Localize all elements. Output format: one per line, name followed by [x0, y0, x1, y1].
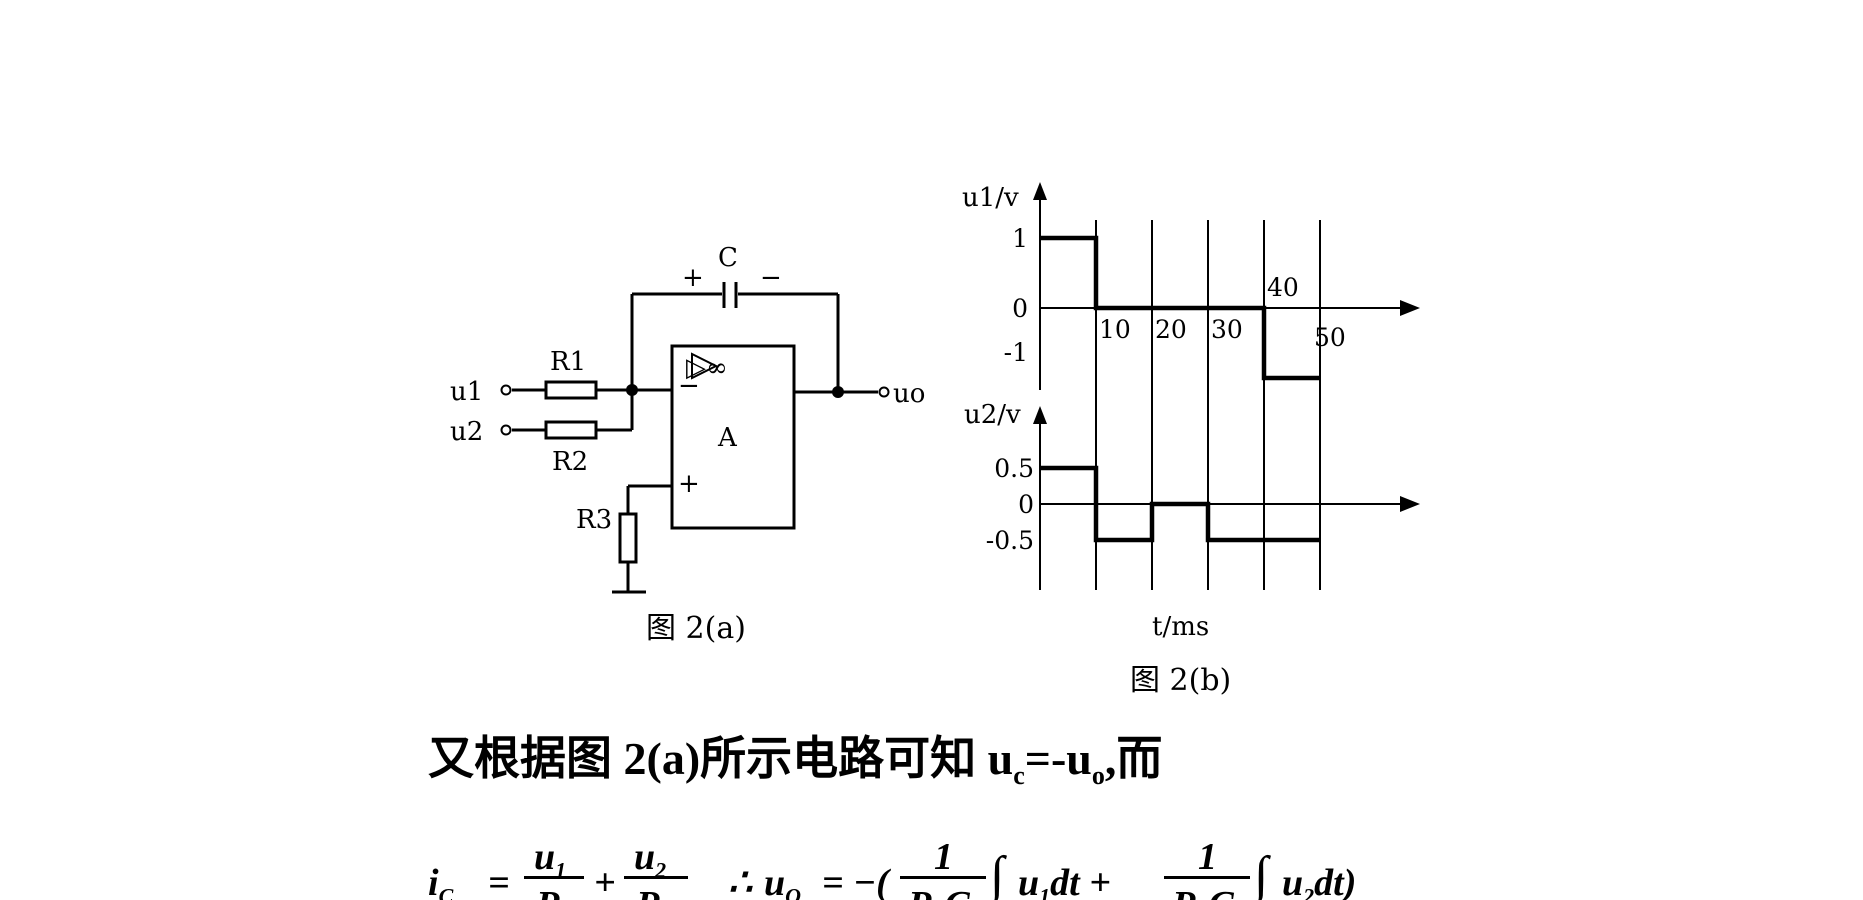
- u1-x-axis-arrow-icon: [1400, 300, 1420, 316]
- terminal-u1: [500, 384, 512, 396]
- resistor-r2: [544, 420, 598, 440]
- frac1-den: R1: [536, 886, 572, 900]
- label-c-plus: +: [682, 263, 704, 293]
- label-u2: u2: [450, 417, 483, 447]
- sentence-end: ,而: [1104, 733, 1163, 784]
- label-u1: u1: [450, 377, 483, 407]
- label-uo: uo: [893, 379, 925, 409]
- sentence-sub-o: o: [1091, 761, 1105, 791]
- formula-term1: u1dt +: [1018, 862, 1111, 900]
- time-tick-label: 10: [1099, 315, 1131, 344]
- junction-node-output: [832, 386, 844, 398]
- resistor-r3: [618, 512, 638, 564]
- label-r3: R3: [576, 505, 612, 535]
- sentence-sub-c: c: [1013, 761, 1025, 791]
- time-tick-label: 30: [1211, 315, 1243, 344]
- terminal-u2: [500, 424, 512, 436]
- time-tick-label: 40: [1267, 273, 1299, 302]
- circuit-diagram: u1 u2 uo R1 R2 R3 C + − ▷∞ A − + 图 2(a): [450, 243, 925, 646]
- frac2-den: R2: [636, 886, 672, 900]
- integral-sign-2: ∫: [1254, 847, 1269, 900]
- u2-tick-label: 0.5: [994, 454, 1034, 483]
- u1-waveform: [1040, 235, 1320, 381]
- integral-sign-1: ∫: [990, 847, 1005, 900]
- label-c: C: [718, 243, 738, 273]
- frac1-num: u1: [534, 836, 567, 883]
- junction-node-input: [626, 384, 638, 396]
- u1-tick-label: 1: [1012, 224, 1028, 253]
- u1-tick-label: 0: [1012, 294, 1028, 323]
- u1-y-axis-arrow-icon: [1033, 182, 1047, 200]
- u2-tick-label: 0: [1018, 490, 1034, 519]
- u1-axis-label: u1/v: [962, 183, 1019, 213]
- label-noninverting-input: +: [678, 469, 700, 499]
- formula-therefore: ∴: [728, 862, 753, 900]
- formula-eq: =: [488, 862, 510, 900]
- label-opamp-symbol: ▷∞: [686, 353, 728, 383]
- label-c-minus: −: [760, 263, 782, 293]
- u2-tick-label: -0.5: [986, 526, 1034, 555]
- u1-tick-label: -1: [1004, 338, 1028, 367]
- sentence-text: 又根据图 2(a)所示电路可知 u: [428, 733, 1014, 784]
- opamp-triangle-icon: [691, 352, 719, 380]
- label-r2: R2: [552, 447, 588, 477]
- opamp-body: [670, 344, 796, 530]
- formula-line: iC = u1 R1 + u2 R2 ∴ uO = −( 1 R1C ∫ u1d…: [428, 820, 1428, 900]
- formula-eq2: = −(: [822, 862, 889, 900]
- label-opamp-name: A: [717, 423, 738, 453]
- label-r1: R1: [550, 347, 586, 377]
- figure-b-caption: 图 2(b): [1130, 663, 1231, 698]
- u2-y-axis-arrow-icon: [1033, 406, 1047, 424]
- label-inverting-input: −: [678, 371, 700, 401]
- time-tick-label: 50: [1314, 323, 1346, 352]
- u2-waveform: [1040, 465, 1320, 543]
- terminal-uo: [878, 386, 890, 398]
- u2-axis-label: u2/v: [964, 400, 1021, 430]
- body-sentence: 又根据图 2(a)所示电路可知 uc=-uo,而: [428, 736, 1162, 789]
- figure-a-caption: 图 2(a): [646, 611, 746, 646]
- frac2-num: u2: [634, 836, 667, 883]
- formula-uo: uO: [764, 862, 802, 900]
- sentence-mid: =-u: [1024, 733, 1092, 784]
- u2-x-axis-arrow-icon: [1400, 496, 1420, 512]
- formula-plus: +: [594, 862, 616, 900]
- formula-term2: u2dt): [1282, 862, 1357, 900]
- resistor-r1: [544, 380, 598, 400]
- time-axis-label: t/ms: [1152, 612, 1209, 642]
- formula-lhs: iC: [428, 862, 454, 900]
- time-tick-label: 20: [1155, 315, 1187, 344]
